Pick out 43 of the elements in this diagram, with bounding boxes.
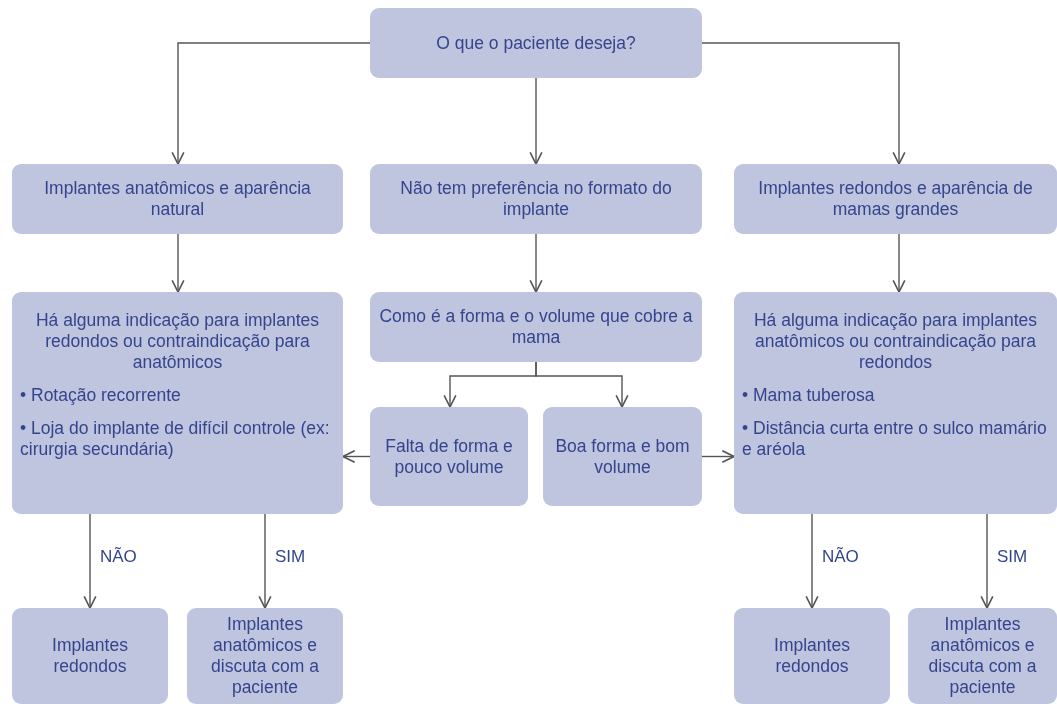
- node-text: Implantes redondos e aparência de mamas grandes: [757, 178, 1034, 220]
- node-text: Como é a forma e o volume que cobre a mama: [378, 306, 694, 348]
- node-text: Implantes redondos: [773, 635, 851, 677]
- process-box: [12, 292, 343, 514]
- arrow: [171, 42, 371, 165]
- arrow: [83, 513, 97, 609]
- arrow: [258, 513, 272, 609]
- arrow: [535, 361, 629, 408]
- bullet-text: • Loja do implante de difícil controle (ex: cirurgia secundária): [20, 418, 331, 460]
- node-text: Implantes redondos: [51, 635, 129, 677]
- node-text: Implantes anatômicos e discuta com a paciente: [927, 614, 1038, 698]
- process-box: [734, 292, 1057, 514]
- arrow: [529, 233, 543, 293]
- node-text: Implantes anatômicos e aparência natural: [43, 178, 312, 220]
- bullet-text: • Distância curta entre o sulco mamário e aréola: [742, 418, 1048, 460]
- arrow: [892, 233, 906, 293]
- process-box: [370, 164, 702, 234]
- process-box: [370, 292, 702, 362]
- process-box: [908, 608, 1057, 704]
- arrow: [980, 513, 994, 609]
- process-box: [370, 407, 528, 506]
- arrow: [805, 513, 819, 609]
- bullet-text: • Mama tuberosa: [742, 385, 876, 406]
- arrow: [701, 449, 735, 464]
- process-box: [370, 8, 702, 78]
- arrow: [171, 233, 185, 293]
- node-text: Há alguma indicação para implantes anatômicos ou contraindicação para redondos: [752, 310, 1039, 373]
- node-text: Boa forma e bom volume: [554, 435, 691, 478]
- process-box: [734, 608, 890, 704]
- process-box: [12, 164, 343, 234]
- process-box: [12, 608, 168, 704]
- node-text: Falta de forma e pouco volume: [384, 435, 514, 478]
- process-box: [543, 407, 702, 506]
- arrow: [529, 77, 543, 165]
- process-box: [187, 608, 343, 704]
- node-text: Há alguma indicação para implantes redondos ou contraindicação para anatômicos: [34, 310, 321, 373]
- node-text: Implantes anatômicos e discuta com a paciente: [210, 614, 320, 698]
- bullet-text: • Rotação recorrente: [20, 385, 182, 406]
- node-text: Não tem preferência no formato do implante: [399, 178, 673, 220]
- process-box: [734, 164, 1057, 234]
- arrow: [342, 449, 371, 464]
- node-text: O que o paciente deseja?: [435, 32, 637, 54]
- arrow: [701, 42, 906, 165]
